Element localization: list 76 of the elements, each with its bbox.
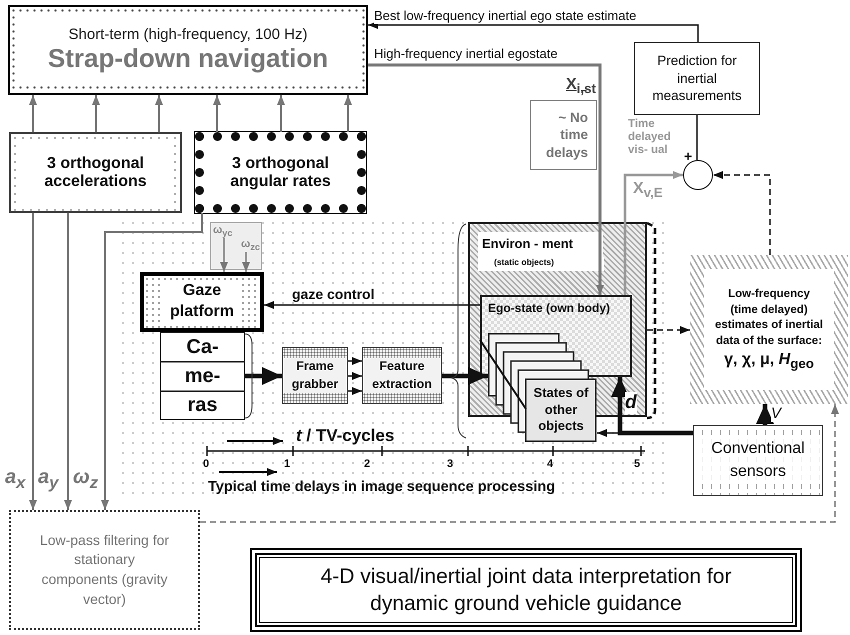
box-text: Strap-down navigation	[48, 43, 328, 74]
sensor-box	[9, 132, 182, 213]
arrow	[756, 404, 774, 425]
filter-box	[9, 510, 200, 630]
arrow	[344, 95, 352, 132]
input-box	[210, 222, 262, 270]
box-heading: ~ No time delays	[544, 108, 588, 162]
box-heading: Prediction for inertial measurements	[651, 52, 743, 105]
box-heading: Low-frequency (time delayed) estimates of inertial data of the surface:	[714, 287, 824, 349]
arrow	[611, 377, 693, 436]
box-heading: Gaze platform	[162, 281, 242, 323]
prediction-box	[634, 42, 760, 115]
arrow	[29, 95, 37, 132]
tick-label: 1	[284, 458, 290, 471]
box-subheading: Short-term (high-frequency, 100 Hz)	[68, 26, 308, 43]
arrow	[264, 301, 480, 309]
box-heading: 3 orthogonal angular rates	[229, 154, 332, 190]
axis-caption: Typical time delays in image sequence processing	[208, 479, 556, 496]
box-text: (static objects)	[478, 257, 604, 271]
navigation-box	[8, 5, 368, 95]
connector-line	[696, 115, 698, 160]
arrow	[101, 213, 203, 510]
tick-label: 5	[634, 458, 640, 471]
axis-title: t / TV-cycles	[296, 426, 394, 446]
arrow	[348, 387, 362, 395]
estimate-box	[690, 255, 848, 404]
arrow	[348, 357, 362, 365]
process-box	[282, 347, 348, 404]
arrow	[213, 95, 221, 132]
arrow	[245, 367, 282, 385]
arrow	[92, 95, 100, 132]
platform-box	[140, 272, 264, 332]
box-heading: Ego-state (own body)	[488, 301, 610, 315]
box-heading: Ca- me- ras	[184, 334, 222, 418]
box-heading: Low-pass filtering for stationary components (gravity vector)	[38, 530, 170, 609]
process-box	[362, 347, 442, 404]
arrow	[442, 367, 488, 385]
edge-label: V	[771, 405, 782, 422]
arrow	[242, 252, 250, 272]
box-heading: Environ - ment	[478, 232, 604, 257]
box-heading: Feature extraction	[363, 358, 441, 393]
arrow	[348, 372, 362, 380]
arrow	[220, 238, 228, 272]
arrow	[64, 213, 72, 510]
box-heading: Frame grabber	[283, 358, 347, 393]
edge-label: gaze control	[292, 286, 374, 302]
tick-label: 3	[447, 458, 454, 471]
arrow	[277, 95, 285, 132]
sensor-box	[693, 425, 823, 496]
box-heading: States of other objects	[532, 384, 590, 436]
tick-label: 4	[547, 458, 554, 471]
box-heading: 3 orthogonal accelerations	[43, 154, 148, 190]
edge-label: X$_{v,E}$	[633, 180, 663, 200]
edge-label: Best low-frequency inertial ego state estimate	[374, 9, 636, 24]
diagram-title: 4-D visual/inertial joint data interpretation for dynamic ground vehicle guidance	[320, 564, 732, 617]
box-text: ω$_{zc}$	[241, 238, 260, 252]
sensor-box	[195, 132, 366, 213]
vector-label: X$_{i,st}$	[566, 76, 596, 96]
arrow	[368, 64, 604, 295]
dashed-arrow	[200, 404, 839, 523]
box-text: γ, χ, μ, H$_{geo}$	[724, 351, 814, 372]
arrow	[368, 21, 699, 42]
connector-line	[479, 339, 527, 410]
note-box	[530, 100, 597, 170]
arrow	[29, 213, 37, 510]
summing-junction	[683, 160, 713, 190]
edge-label: High-frequency inertial egostate	[374, 47, 558, 62]
edge-label: d	[625, 392, 637, 414]
arrow	[155, 95, 163, 132]
sign-label: +	[684, 148, 692, 164]
tick-label: 2	[364, 458, 370, 471]
dashed-arrow	[713, 171, 771, 255]
tick-label: 0	[203, 458, 210, 471]
box-heading: ω$_{yc}$	[213, 224, 232, 238]
dashed-arrow	[647, 326, 690, 334]
camera-stack	[160, 332, 245, 420]
